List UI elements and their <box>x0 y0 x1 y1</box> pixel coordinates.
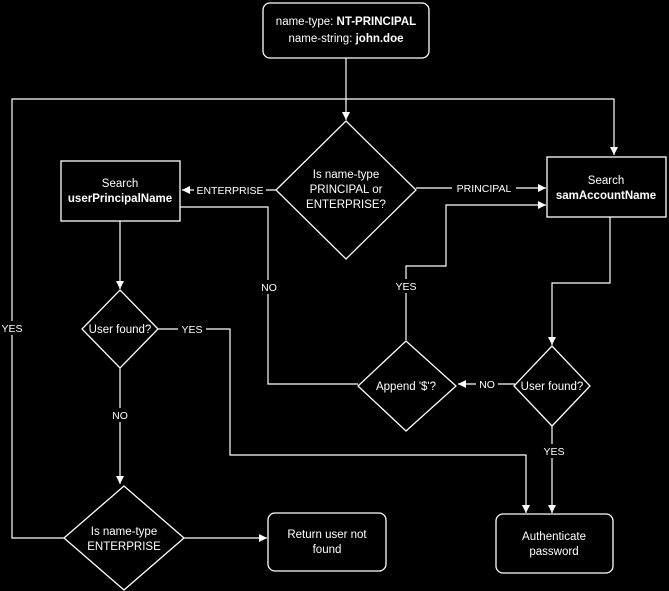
not-found-line-1: Return user not <box>287 529 367 541</box>
label-append-yes: YES <box>395 281 416 293</box>
edge-labels: ENTERPRISE PRINCIPAL YES NO YES NO NO YE… <box>0 181 568 458</box>
search-upn-line-1: Search <box>102 178 138 190</box>
type-decision-line-2: PRINCIPAL or <box>310 184 383 196</box>
input-type-value: NT-PRINCIPAL <box>337 16 417 28</box>
node-type-decision: Is name-type PRINCIPAL or ENTERPRISE? <box>275 120 417 260</box>
node-input: name-type: NT-PRINCIPAL name-string: joh… <box>262 2 430 59</box>
type-decision-line-1: Is name-type <box>313 169 379 181</box>
found-right-text: User found? <box>521 381 584 393</box>
found-left-text: User found? <box>89 324 152 336</box>
type-decision-line-3: ENTERPRISE? <box>306 199 386 211</box>
label-found-right-yes: YES <box>543 446 564 458</box>
not-found-line-2: found <box>313 544 342 556</box>
authenticate-line-1: Authenticate <box>522 531 586 543</box>
node-search-upn: Search userPrincipalName <box>60 160 181 222</box>
label-enterprise: ENTERPRISE <box>196 185 263 197</box>
edge-append-yes <box>405 201 546 340</box>
label-found-left-yes: YES <box>181 324 202 336</box>
svg-text:name-string: john.doe: name-string: john.doe <box>288 33 403 45</box>
authenticate-line-2: password <box>529 546 578 558</box>
edge-yes-loop <box>11 98 618 539</box>
search-sam-line-1: Search <box>588 175 624 187</box>
input-string-value: john.doe <box>355 33 404 45</box>
search-sam-line-2: samAccountName <box>556 190 656 202</box>
node-not-found: Return user not found <box>267 512 387 572</box>
input-string-label: name-string: <box>288 33 355 45</box>
node-enterprise-decision: Is name-type ENTERPRISE <box>63 485 185 591</box>
node-authenticate: Authenticate password <box>495 513 614 574</box>
append-text: Append '$'? <box>376 381 436 393</box>
node-found-right: User found? <box>513 345 591 427</box>
search-upn-line-2: userPrincipalName <box>68 193 172 205</box>
label-append-no: NO <box>261 282 277 294</box>
input-type-label: name-type: <box>276 16 337 28</box>
label-found-left-no: NO <box>112 410 128 422</box>
enterprise-decision-line-2: ENTERPRISE <box>87 541 161 553</box>
label-principal: PRINCIPAL <box>457 183 512 195</box>
enterprise-decision-line-1: Is name-type <box>91 526 157 538</box>
label-found-right-no: NO <box>479 379 495 391</box>
edges <box>11 58 618 542</box>
node-append: Append '$'? <box>357 340 457 432</box>
svg-text:name-type: NT-PRINCIPAL: name-type: NT-PRINCIPAL <box>276 16 416 28</box>
node-search-sam: Search samAccountName <box>546 156 667 218</box>
node-found-left: User found? <box>81 289 159 369</box>
label-yes-loop: YES <box>1 323 22 335</box>
edge-found-left-yes <box>158 328 530 513</box>
edge-sam-to-found <box>548 207 611 345</box>
